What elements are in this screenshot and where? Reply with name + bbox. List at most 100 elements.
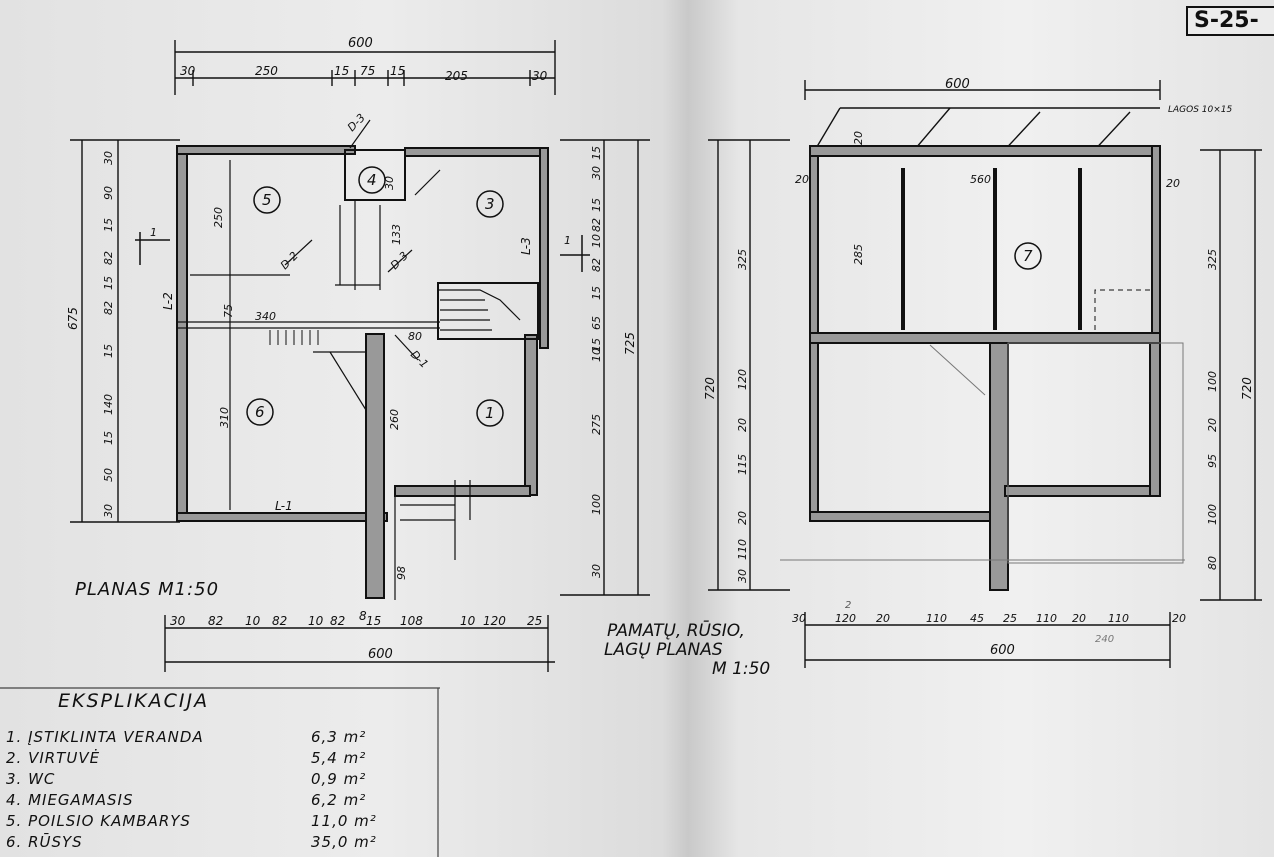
door-label: D-3: [345, 111, 368, 134]
bottom-dim: 25: [527, 614, 542, 628]
plan1-left-dims: 30 90 15 82 15 82 15 140 15 50 30: [102, 151, 115, 518]
faint-mark: 240: [1095, 634, 1114, 645]
bottom-dim: 20: [1172, 612, 1186, 625]
inner-dim: 20: [852, 131, 865, 145]
plan1-left-total: 675: [66, 307, 80, 330]
legend-room-area: 35,0 m²: [311, 833, 377, 851]
legend-row: 4. MIEGAMASIS 6,2 m²: [6, 791, 426, 813]
bottom-dim: 20: [1072, 612, 1086, 625]
right-dim: 65: [590, 316, 603, 330]
explication-legend: EKSPLIKACIJA 1. ĮSTIKLINTA VERANDA 6,3 m…: [0, 688, 440, 857]
left-dim: 50: [102, 468, 115, 482]
plan1-right-total: 725: [623, 332, 637, 355]
inner-dim: 285: [852, 244, 865, 265]
door-label: D-2: [278, 249, 301, 272]
right-dim: 15: [590, 146, 603, 160]
plan1-top-dim: 205: [445, 69, 468, 83]
inner-dim: 75: [222, 304, 235, 318]
bottom-dim: 20: [876, 612, 890, 625]
plan2-left-dims: 325 120 20 115 20 110 30: [736, 249, 749, 583]
plan1-left-dim-lines: [70, 139, 180, 523]
plan1-wall-labels: L-1 L-2 L-3: [161, 237, 533, 513]
plan2-lagos-label: LAGOS 10×15: [1168, 105, 1233, 115]
plan1-right-dims: 15 30 15 82 10 82 15 65 15 10 275 100 30: [590, 146, 603, 578]
plan1-top-dims: 30 250 15 75 15 205 30: [180, 64, 548, 83]
left-dim: 30: [102, 504, 115, 518]
inner-dim: 310: [218, 407, 231, 428]
sheet-id-label: S-25-: [1186, 6, 1274, 36]
legend-room-name: 4. MIEGAMASIS: [6, 791, 134, 809]
right-dim: 325: [1206, 249, 1219, 270]
bottom-dim: 82: [272, 614, 287, 628]
bottom-dim: 108: [400, 614, 423, 628]
plan1-top-dim: 250: [255, 64, 278, 78]
left-dim: 15: [102, 431, 115, 445]
right-dim: 100: [590, 494, 603, 515]
room-number: 3: [485, 195, 495, 213]
bottom-dim: 120: [483, 614, 506, 628]
inner-dim: 560: [970, 173, 991, 186]
plan1-section-labels: 1 1: [150, 226, 571, 247]
plan2-faint-marks: 2 240: [845, 600, 1114, 645]
bottom-dim: 110: [1036, 612, 1057, 625]
plan1-right-dim-lines: [560, 139, 650, 596]
inner-dim: 98: [395, 566, 408, 580]
right-dim: 20: [1206, 418, 1219, 432]
left-dim: 120: [736, 369, 749, 390]
plan2-faint-lines: [780, 342, 1185, 564]
bottom-dim: 82: [330, 614, 345, 628]
inner-dim: 20: [795, 173, 809, 186]
left-dim: 90: [102, 186, 115, 200]
plan1-stair-hatch: [269, 330, 319, 345]
room-number: 6: [255, 403, 265, 421]
plan2-hatch-outline: [1094, 289, 1150, 330]
legend-row: 1. ĮSTIKLINTA VERANDA 6,3 m²: [6, 728, 426, 750]
room-number: 5: [262, 191, 272, 209]
legend-room-name: 3. WC: [6, 770, 56, 788]
plan1-bottom-total: 600: [368, 647, 393, 662]
plan2-room-number: 7: [1023, 247, 1033, 265]
left-dim: 110: [736, 539, 749, 560]
plan2-bottom-total: 600: [990, 643, 1015, 658]
plan2-beams: [901, 168, 1082, 330]
left-dim: 15: [102, 276, 115, 290]
legend-room-name: 5. POILSIO KAMBARYS: [6, 812, 191, 830]
faint-mark: 2: [845, 600, 851, 611]
inner-dim: 133: [390, 224, 403, 245]
plan2-left-dim-lines: [708, 139, 790, 591]
plan1-walls: [176, 145, 549, 599]
right-dim: 10: [590, 348, 603, 362]
plan2-inner-dims: 20 560 20 20 285: [795, 131, 1180, 265]
bottom-dim: 10: [308, 614, 324, 628]
right-dim: 95: [1206, 454, 1219, 468]
plan1-room-numbers: 1 3 4 5 6: [255, 171, 495, 422]
right-dim: 100: [1206, 504, 1219, 525]
legend-room-area: 11,0 m²: [311, 812, 377, 830]
bottom-dim: 30: [792, 612, 806, 625]
inner-dim: 260: [388, 409, 401, 430]
legend-room-area: 5,4 m²: [311, 749, 367, 767]
wall-label: L-1: [275, 499, 293, 513]
left-dim: 30: [736, 569, 749, 583]
legend-row: 5. POILSIO KAMBARYS 11,0 m²: [6, 812, 426, 834]
inner-dim: 340: [255, 310, 276, 323]
bottom-dim: 110: [926, 612, 947, 625]
left-dim: 82: [102, 301, 115, 315]
plan2-bottom-dims: 30 120 20 110 45 25 110 20 110 20: [792, 612, 1186, 625]
bottom-dim: 30: [170, 614, 186, 628]
right-dim: 10: [590, 234, 603, 248]
right-dim: 80: [1206, 556, 1219, 570]
plan2-title-line2: LAGŲ PLANAS: [604, 640, 723, 660]
plan1-top-total: 600: [348, 36, 373, 51]
legend-room-area: 0,9 m²: [311, 770, 367, 788]
right-dim: 30: [590, 166, 603, 180]
legend-room-name: 1. ĮSTIKLINTA VERANDA: [6, 728, 204, 746]
inner-dim: 20: [1166, 177, 1180, 190]
legend-row: 2. VIRTUVĖ 5,4 m²: [6, 749, 426, 771]
left-dim: 82: [102, 251, 115, 265]
plan2-right-dim-lines: [1200, 149, 1262, 601]
bottom-dim: 82: [208, 614, 223, 628]
plan2-top-total: 600: [945, 77, 970, 92]
